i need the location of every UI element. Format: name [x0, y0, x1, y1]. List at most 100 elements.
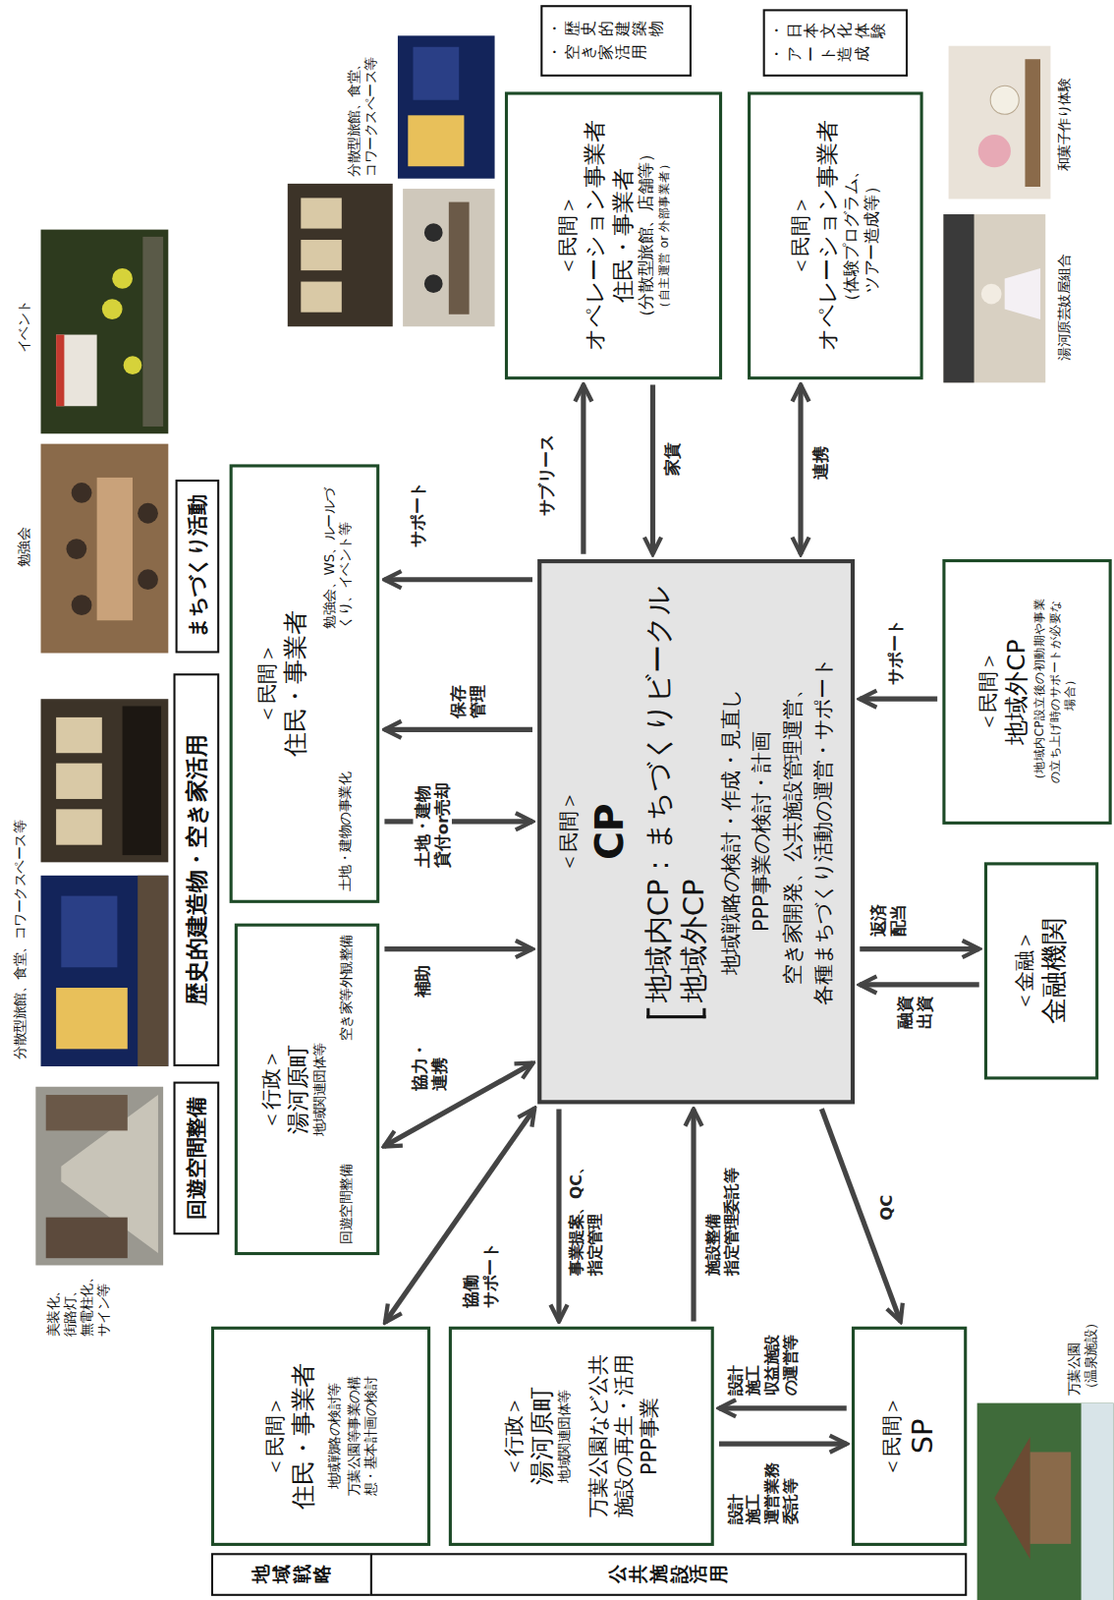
node-text: ＜金融＞: [1011, 929, 1038, 1011]
node-text: （分散型旅館、店舗等）: [636, 145, 658, 326]
edge-label: 保存 管理: [448, 678, 489, 721]
node-text: ＜民間＞: [261, 1394, 287, 1477]
edge-label: サポート: [407, 479, 428, 550]
edge-label: 融資 出資: [895, 988, 936, 1030]
node-text: 地域戦略の検討・作成・見直し: [718, 688, 744, 975]
edge-label: 返済 配当: [869, 896, 909, 939]
edge-label: 連携: [810, 445, 831, 482]
building-photo: [41, 698, 169, 862]
node-text: 金融機関: [1037, 917, 1071, 1024]
node-text: オペレーション事業者: [580, 120, 610, 352]
actor-box: ＜民間＞オペレーション事業者（体験プログラム、ツアー造成等）: [747, 91, 924, 380]
node-text: 湯河原町: [283, 1044, 313, 1134]
text-row: 回遊空間整備 空き家等外観整備: [338, 934, 356, 1244]
theme-band: まちづくり活動: [175, 479, 221, 654]
geisha-photo: [943, 214, 1046, 383]
node-text: ・アート造成: [769, 47, 871, 63]
node-text: ＜民間＞: [555, 790, 581, 873]
flow-arrow: [385, 1108, 535, 1323]
section-band: 公共施設活用: [370, 1552, 967, 1596]
node-text: ＜民間＞: [787, 194, 814, 277]
flow-arrow: [690, 1109, 696, 1322]
flow-arrow: [797, 384, 803, 554]
theme-band: 歴史的建造物・空き家活用: [173, 672, 221, 1066]
node-text: 土地・建物の事業化: [337, 772, 355, 892]
node-text: オペレーション事業者: [813, 120, 842, 352]
theme-band: 回遊空間整備: [173, 1081, 221, 1235]
tag-box: ・日本文化体験・アート造成: [763, 8, 908, 77]
node-text: 地域内CP：まちづくりビークル: [640, 585, 676, 1003]
edge-label: サポート: [885, 616, 905, 687]
node-text: 空き家等外観整備: [338, 934, 356, 1041]
edge-label: 事業提案、QC、指定管理: [566, 1156, 604, 1278]
node-text: ＜民間＞: [878, 1394, 904, 1477]
node-text: 回遊空間整備: [338, 1164, 356, 1244]
node-text: 勉強会、WS、ルールづくり、イベント等: [321, 475, 355, 629]
actor-box: ＜民間＞オペレーション事業者住民・事業者（分散型旅館、店舗等）（自主運営 or …: [504, 91, 723, 380]
node-text: SP: [903, 1417, 940, 1453]
photo-caption: 万葉公園（温泉施設）: [1066, 1311, 1101, 1395]
photo-caption: イベント: [16, 299, 34, 353]
node-text: ・空き家活用: [547, 45, 649, 61]
node-text: まちづくり活動: [184, 495, 211, 638]
node-text: 回遊空間整備: [183, 1096, 210, 1220]
interior-photo: [402, 188, 495, 327]
edge-label: 設計 施工 収益施設 の運営等: [725, 1329, 800, 1398]
node-text: 地域戦略の検討等: [326, 1382, 343, 1489]
node-text: 歴史的建造物・空き家活用: [182, 734, 212, 1005]
node-text: 地域関連団体等: [312, 1042, 330, 1135]
flow-arrow: [384, 1062, 534, 1147]
photo-caption: 分散型旅館、食堂、コワークスペース等: [346, 49, 381, 177]
flow-arrow: [384, 818, 533, 824]
actor-box: ＜民間＞地域外CP（地域内CP設立後の初動期や事業の立ち上げ時のサポートが必要な…: [942, 558, 1112, 825]
flow-arrow: [650, 384, 656, 554]
actor-box: ＜民間＞住民・事業者地域戦略の検討等万葉公園等事業の構想・基本計画の検討: [211, 1326, 431, 1546]
edge-label: 協力・連携: [409, 1036, 449, 1093]
node-text: 地域外CP: [1002, 638, 1033, 744]
node-text: （自主運営 or 外部事業者）: [657, 158, 673, 314]
node-text: CP: [586, 802, 635, 860]
node-text: 住民・事業者: [286, 1362, 318, 1510]
flow-arrow: [859, 981, 979, 987]
text-row: 土地・建物の事業化 勉強会、WS、ルールづくり、イベント等: [321, 475, 355, 892]
photo-caption: 勉強会: [16, 527, 34, 567]
building-photo: [287, 183, 393, 327]
node-text: 住民・事業者: [608, 167, 637, 303]
node-text: （体験プログラム、ツアー造成等）: [841, 159, 884, 313]
node-text: ＜行政＞: [258, 1048, 284, 1130]
flow-arrow: [384, 946, 533, 951]
edge-label: 補助: [412, 957, 433, 1000]
node-text: ＜民間＞: [976, 650, 1003, 732]
actor-box: ＜行政＞湯河原町地域関連団体等万葉公園など公共施設の再生・活用PPP事業: [448, 1326, 715, 1546]
section-band: 地域戦略: [211, 1552, 373, 1596]
manyo-park-photo: [977, 1402, 1114, 1600]
flow-arrow: [580, 384, 586, 554]
actor-box: ＜民間＞住民・事業者土地・建物の事業化 勉強会、WS、ルールづくり、イベント等: [229, 463, 381, 902]
actor-box: ＜行政＞湯河原町地域関連団体等回遊空間整備 空き家等外観整備: [234, 923, 380, 1255]
node-text: 空き家開発、公共施設管理運営、: [779, 677, 806, 984]
node-text: ＜民間＞: [555, 194, 581, 277]
node-text: 万葉公園等事業の構想・基本計画の検討: [346, 1373, 381, 1499]
node-text: ＜行政＞: [501, 1394, 527, 1477]
edge-label: 協働 サポート: [460, 1235, 501, 1311]
flow-arrow: [859, 946, 979, 951]
node-text: 万葉公園など公共施設の再生・活用PPP事業: [585, 1347, 663, 1524]
node-text: 住民・事業者: [279, 610, 311, 758]
photo-caption: 和菓子作り体験: [1057, 78, 1074, 171]
central-box: ＜民間＞CP地域内CP：まちづくりビークル地域外CP地域戦略の検討・作成・見直し…: [537, 558, 855, 1104]
node-text: 地域外CP: [676, 585, 713, 1003]
photo-caption: 湯河原芸妓屋組合: [1057, 254, 1074, 361]
actor-box: ＜金融＞金融機関: [984, 861, 1099, 1079]
flow-arrow: [719, 1441, 847, 1447]
event-photo: [41, 229, 169, 435]
flow-arrow: [719, 1404, 847, 1410]
edge-label: QC: [877, 1191, 897, 1222]
node-text: ・歴史的建築物: [547, 21, 666, 38]
node-text: ＜民間＞: [254, 642, 280, 725]
flow-arrow: [556, 1109, 561, 1322]
photo-caption: 美装化、街路灯、無電柱化、サイン等: [46, 1267, 112, 1337]
node-text: 各種まちづくり活動の運営・サポート: [811, 658, 837, 1005]
street-photo: [35, 1086, 164, 1266]
edge-label: 施設整備 指定管理委託等: [703, 1156, 740, 1278]
